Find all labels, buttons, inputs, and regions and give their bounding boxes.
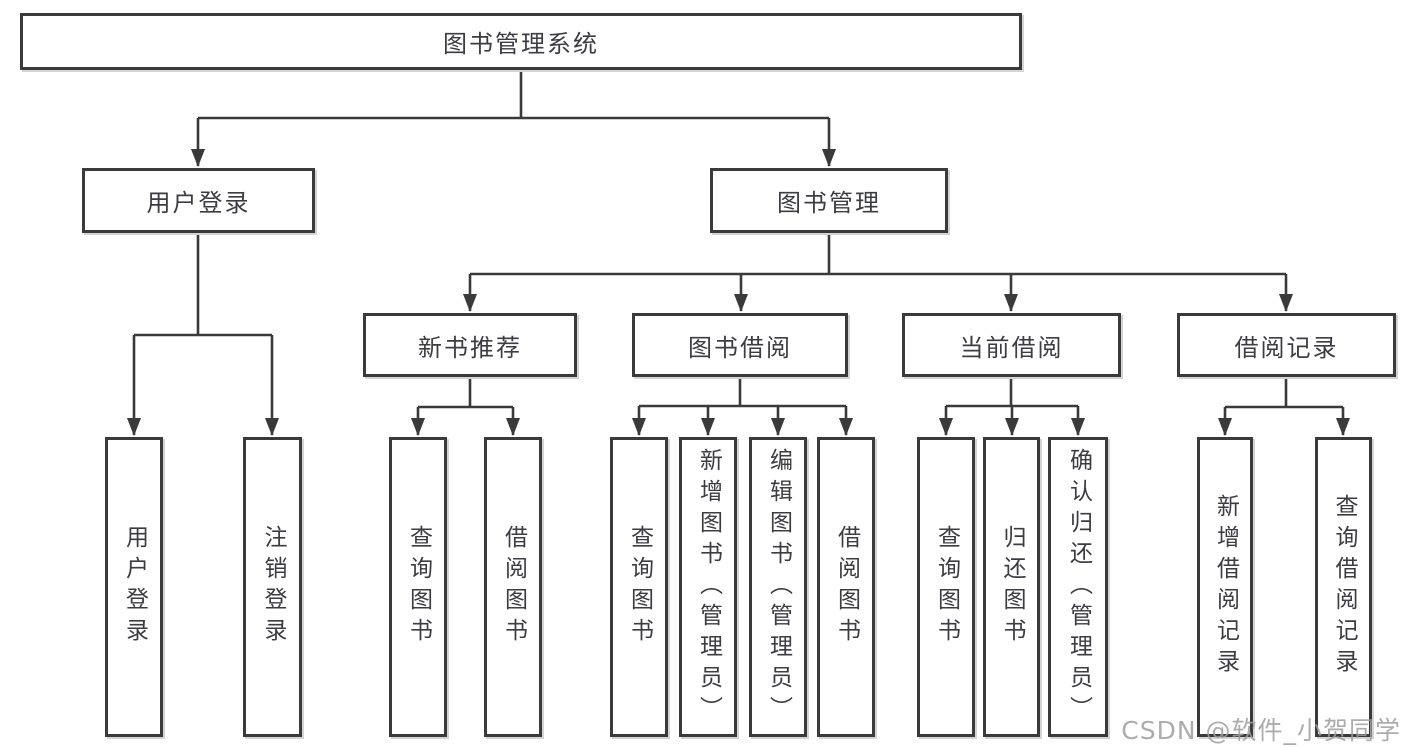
- node-leaf-query-borrow-record: 查询借阅记录: [1315, 437, 1372, 737]
- node-leaf-logout: 注销登录: [243, 437, 302, 737]
- node-leaf-query-books-2: 查询图书: [610, 437, 668, 737]
- node-book-borrowing: 图书借阅: [632, 313, 848, 377]
- node-leaf-query-books-3: 查询图书: [917, 437, 975, 737]
- node-leaf-edit-books-admin: 编辑图书（管理员）: [749, 437, 807, 737]
- node-leaf-add-books-admin: 新增图书（管理员）: [679, 437, 737, 737]
- node-leaf-borrow-books-2: 借阅图书: [817, 437, 875, 737]
- node-user-login: 用户登录: [82, 168, 315, 233]
- node-current-borrowing: 当前借阅: [902, 313, 1121, 377]
- node-leaf-query-books-1: 查询图书: [389, 437, 447, 737]
- node-book-management: 图书管理: [710, 168, 948, 233]
- node-new-book-recommend: 新书推荐: [363, 313, 577, 377]
- node-leaf-user-login: 用户登录: [105, 437, 163, 737]
- node-leaf-borrow-books-1: 借阅图书: [484, 437, 542, 737]
- node-borrow-records: 借阅记录: [1177, 313, 1396, 377]
- node-leaf-return-books: 归还图书: [983, 437, 1040, 737]
- csdn-watermark: CSDN @软件_小贺同学: [1121, 716, 1401, 745]
- node-leaf-confirm-return-admin: 确认归还（管理员）: [1048, 437, 1108, 737]
- node-leaf-add-borrow-record: 新增借阅记录: [1197, 437, 1253, 737]
- node-root-library-system: 图书管理系统: [20, 13, 1022, 70]
